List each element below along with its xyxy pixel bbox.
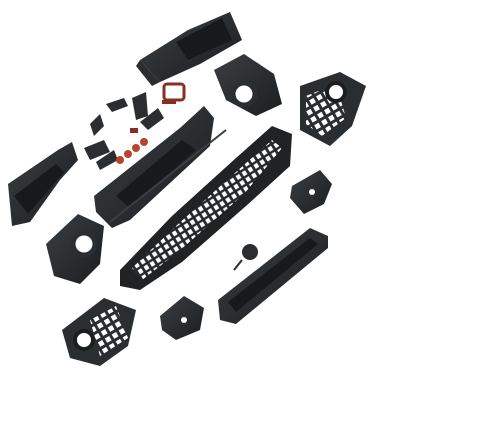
air-duct-top	[136, 12, 242, 86]
bolt-set	[116, 82, 186, 164]
fog-light-bracket-left	[46, 214, 104, 284]
fog-grille-right	[300, 72, 366, 146]
bumper-carrier	[94, 106, 227, 228]
fog-grille-left	[62, 298, 136, 366]
mount-plate-right	[290, 170, 332, 214]
small-clips-left	[84, 92, 164, 170]
fog-light-bracket-right-top	[214, 54, 282, 116]
license-plate-bracket	[218, 228, 328, 324]
tow-hook-cover	[233, 244, 258, 271]
lower-center-grille	[120, 126, 292, 290]
mount-plate-center	[160, 296, 204, 340]
air-duct-left	[8, 142, 78, 226]
gasket-bracket	[162, 82, 186, 102]
